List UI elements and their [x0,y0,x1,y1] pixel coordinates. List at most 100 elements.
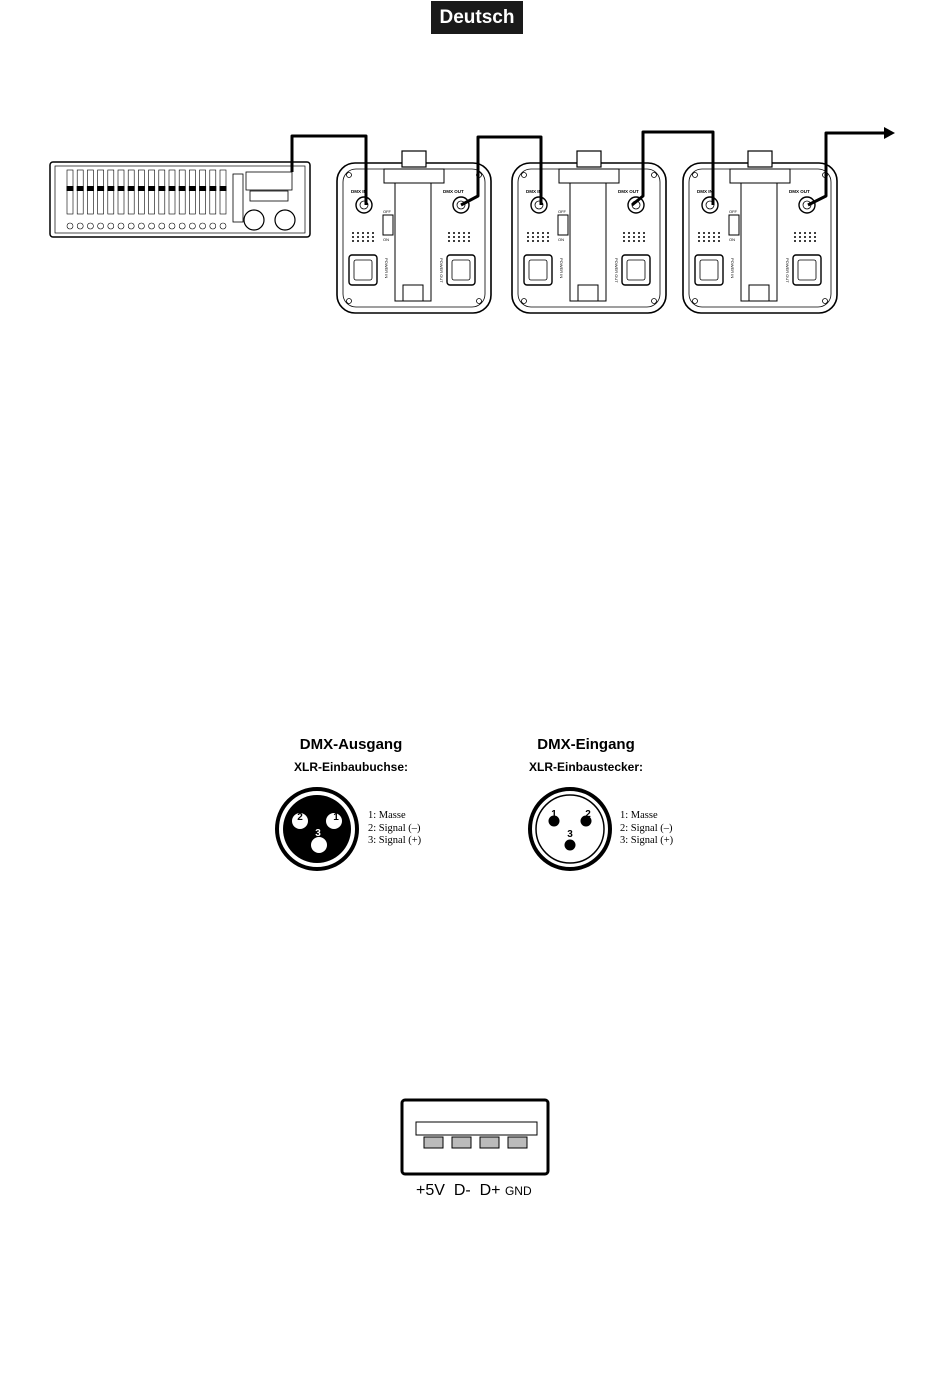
vent-dot [527,240,529,242]
vent-dot [453,232,455,234]
vent-dot [623,232,625,234]
vent-dot [713,232,715,234]
vent-dot [814,232,816,234]
flash-button [138,223,144,229]
dmx-in-label: DMX IN [526,189,542,194]
dmx-out-label: DMX OUT [789,189,810,194]
screw-icon [693,173,698,178]
vent-dot [809,240,811,242]
screw-icon [347,173,352,178]
vent-dot [352,240,354,242]
fader-cap [107,186,114,191]
fader-slot [87,170,93,214]
vent-dot [458,236,460,238]
vent-dot [638,236,640,238]
pin-number-2: 2 [585,809,591,820]
switch-on-label: ON [383,237,389,242]
power-out-label: POWER OUT [614,258,619,283]
fader-cap [189,186,196,191]
vent-dot [448,236,450,238]
dmx-output-title: DMX-Ausgang [241,736,461,753]
arrow-right-icon [884,127,895,139]
fader-slot [200,170,206,214]
pin-legend-item: 1: Masse [620,810,673,823]
vent-dot [532,232,534,234]
power-switch-icon [383,215,393,235]
fixture-column [395,183,431,301]
flash-button [98,223,104,229]
vent-dot [628,240,630,242]
usb-pin-label: D- [454,1182,471,1199]
flash-button [210,223,216,229]
vent-dot [458,232,460,234]
vent-dot [537,236,539,238]
vent-dot [448,232,450,234]
pin-number-3: 3 [315,828,321,839]
vent-dot [698,232,700,234]
vent-dot [643,232,645,234]
dmx-output-subtitle: XLR-Einbaubuchse: [241,760,461,774]
fader-cap [77,186,84,191]
vent-dot [537,232,539,234]
vent-dot [809,232,811,234]
vent-dot [463,232,465,234]
vent-dot [357,240,359,242]
vent-dot [804,232,806,234]
fader-slot [138,170,144,214]
power-in-socket-icon [524,255,552,285]
fader-cap [87,186,94,191]
fader-slot [108,170,114,214]
fader-cap [128,186,135,191]
usb-pin-label: +5V [416,1182,445,1199]
vent-dot [458,240,460,242]
power-out-socket-icon [447,255,475,285]
dmx-out-label: DMX OUT [618,189,639,194]
usb-pin-label: GND [505,1184,532,1198]
xlr-male-plug-icon: 1 2 3 [527,786,613,872]
vent-dot [628,236,630,238]
usb-pin-labels: +5V D- D+ GND [416,1182,532,1200]
screw-icon [693,299,698,304]
usb-port-icon [400,1098,550,1176]
usb-pin-pad [508,1137,527,1148]
vent-dot [804,240,806,242]
fixture-handle [402,151,426,167]
vent-dot [698,236,700,238]
switch-off-label: OFF [729,209,738,214]
fader-cap [220,186,227,191]
flash-button [118,223,124,229]
fader-slot [210,170,216,214]
vent-dot [713,236,715,238]
pin-legend-item: 2: Signal (–) [620,823,673,836]
vent-dot [468,236,470,238]
screw-icon [522,299,527,304]
flash-button [149,223,155,229]
dmx-out-port-icon [628,197,644,213]
vent-dot [468,240,470,242]
fader-cap [97,186,104,191]
flash-button [189,223,195,229]
fixture-1: DMX INDMX OUTOFFONPOWER INPOWER OUT [337,151,491,313]
flash-button [67,223,73,229]
vent-dot [708,236,710,238]
vent-dot [532,236,534,238]
pin-legend-item: 3: Signal (+) [620,835,673,848]
usb-pin-pad [480,1137,499,1148]
power-in-label: POWER IN [384,258,389,278]
fader-cap [209,186,216,191]
fader-slot [189,170,195,214]
vent-dot [708,232,710,234]
flash-button [87,223,93,229]
fader-slot [67,170,73,214]
vent-dot [643,240,645,242]
dmx-out-label: DMX OUT [443,189,464,194]
fader-slot [179,170,185,214]
vent-dot [372,240,374,242]
vent-dot [362,240,364,242]
vent-dot [547,232,549,234]
vent-dot [367,232,369,234]
dmx-in-port-icon [356,197,372,213]
vent-dot [547,240,549,242]
power-in-socket-icon [695,255,723,285]
vent-dot [814,240,816,242]
